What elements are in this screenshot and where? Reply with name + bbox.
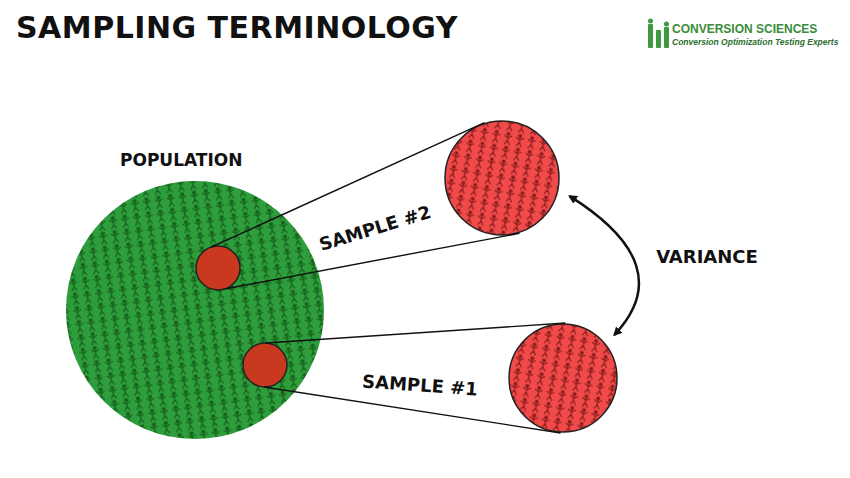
- edge-label: VARIANCE: [656, 246, 758, 267]
- node-label: SAMPLE #1: [362, 370, 479, 399]
- variance-arrow: [570, 196, 639, 335]
- sample-circle: SAMPLE #2: [444, 120, 560, 236]
- sample-circle: SAMPLE #1: [508, 323, 618, 433]
- circle-outline: [65, 180, 325, 440]
- circle-fill: [509, 324, 617, 432]
- sample-selection: [196, 246, 240, 290]
- circle-fill: [66, 181, 324, 439]
- population-circle: POPULATION: [65, 180, 325, 440]
- circle-fill: [445, 121, 559, 235]
- diagram-title: SAMPLING TERMINOLOGY: [16, 10, 458, 45]
- logo-name: CONVERSION SCIENCES: [672, 22, 817, 36]
- circle-outline: [444, 120, 560, 236]
- node-label: SAMPLE #2: [317, 201, 434, 255]
- circle-outline: [508, 323, 618, 433]
- logo-tagline: Conversion Optimization Testing Experts: [672, 37, 838, 47]
- sample-selection: [243, 343, 287, 387]
- node-label: POPULATION: [120, 150, 242, 170]
